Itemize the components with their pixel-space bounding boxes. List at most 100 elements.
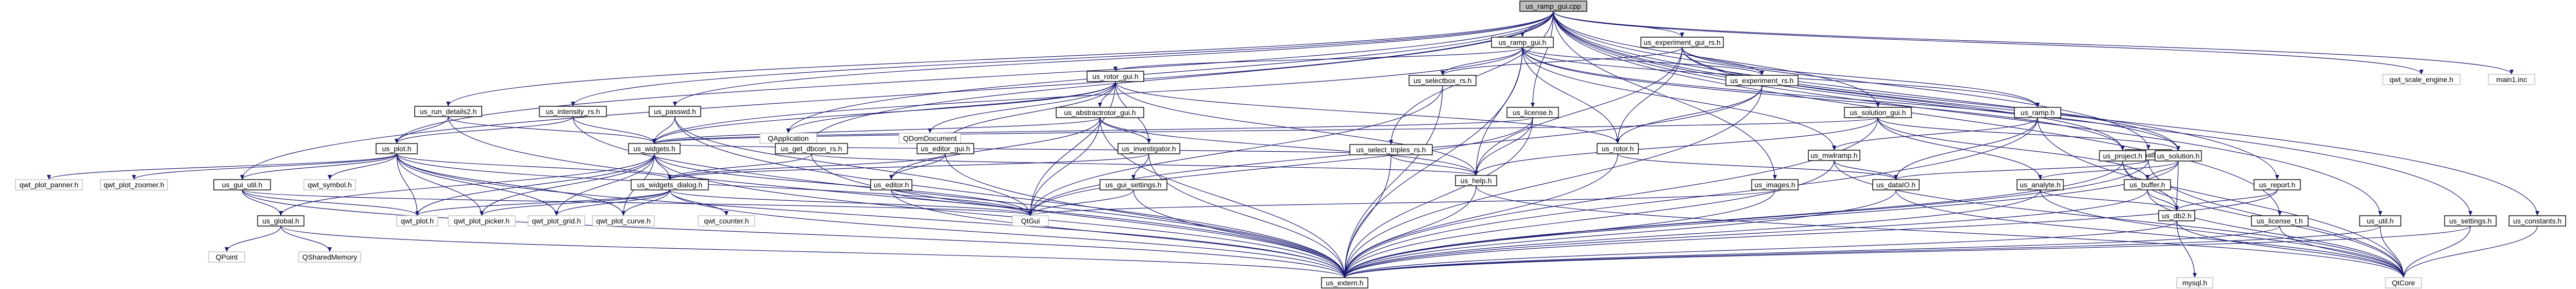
arrowhead bbox=[621, 211, 625, 216]
arrowhead bbox=[2278, 211, 2282, 216]
node-get-dbcon-rs-h[interactable]: us_get_dbcon_rs.h bbox=[775, 143, 848, 154]
edge-plot_h-to-qwt_plot_zoomer_h bbox=[133, 153, 397, 180]
node-passwd-h[interactable]: us_passwd.h bbox=[649, 106, 701, 117]
node-constants-h[interactable]: us_constants.h bbox=[2509, 215, 2566, 227]
node-images-h[interactable]: us_images.h bbox=[1751, 179, 1799, 190]
node-report-h[interactable]: us_report.h bbox=[2253, 179, 2301, 190]
edge-root-to-main1_inc bbox=[1553, 11, 2512, 75]
edge-project_h-to-extern_h bbox=[1344, 160, 2123, 278]
edge-abstractrotor_gui_h-to-qtgui bbox=[1030, 117, 1100, 216]
node-label: QDomDocument bbox=[903, 134, 957, 142]
node-settings-h[interactable]: us_settings.h bbox=[2444, 215, 2497, 227]
node-rotor-h[interactable]: us_rotor.h bbox=[1597, 143, 1639, 154]
node-box bbox=[376, 143, 418, 154]
node-plot-h[interactable]: us_plot.h bbox=[376, 143, 418, 154]
node-abstractrotor-gui-h[interactable]: us_abstractrotor_gui.h bbox=[1056, 107, 1144, 118]
node-label: qwt_counter.h bbox=[704, 217, 749, 225]
node-extern-h[interactable]: us_extern.h bbox=[1321, 277, 1368, 288]
node-global-h[interactable]: us_global.h bbox=[257, 215, 304, 227]
node-box bbox=[1640, 37, 1724, 48]
edge-experiment_gui_rs_h-to-project_h bbox=[1682, 47, 2123, 151]
node-buffer-h[interactable]: us_buffer.h bbox=[2124, 179, 2171, 190]
edge-widgets_h-to-qtgui bbox=[654, 153, 1031, 216]
edge-license_h-to-qtgui bbox=[1030, 117, 1533, 216]
node-label: QSharedMemory bbox=[302, 253, 358, 261]
edge-investigator_h-to-gui_settings_h bbox=[1133, 153, 1149, 180]
node-label: us_editor.h bbox=[874, 181, 909, 189]
node-solution-h[interactable]: us_solution.h bbox=[2155, 150, 2202, 162]
node-select-triples-rs-h[interactable]: us_select_triples_rs.h bbox=[1349, 144, 1433, 155]
node-intensity-rs-h[interactable]: us_intensity_rs.h bbox=[539, 106, 607, 117]
node-project-h[interactable]: us_project.h bbox=[2099, 150, 2146, 162]
node-selectbox-rs-h[interactable]: us_selectbox_rs.h bbox=[1409, 75, 1477, 86]
arrowhead bbox=[1832, 146, 1836, 150]
node-label: qwt_plot_curve.h bbox=[596, 217, 651, 225]
edge-help_h-to-extern_h bbox=[1344, 185, 1477, 278]
arrowhead bbox=[2378, 211, 2382, 216]
arrowhead bbox=[1520, 33, 1524, 37]
node-label: us_extern.h bbox=[1326, 279, 1363, 287]
arrowhead bbox=[395, 139, 399, 143]
node-box bbox=[1491, 37, 1554, 48]
node-label: us_dataIO.h bbox=[1876, 181, 1916, 189]
node-help-h[interactable]: us_help.h bbox=[1455, 175, 1497, 186]
node-label: us_investigator.h bbox=[1122, 145, 1176, 153]
node-license-h[interactable]: us_license.h bbox=[1506, 107, 1559, 118]
node-label: us_get_dbcon_rs.h bbox=[781, 145, 842, 153]
arrowhead bbox=[240, 175, 244, 180]
node-widgets-h[interactable]: us_widgets.h bbox=[628, 143, 681, 154]
edge-db2_h-to-extern_h bbox=[1344, 220, 2177, 278]
node-db2-h[interactable]: us_db2.h bbox=[2158, 210, 2195, 221]
arrowhead bbox=[1680, 33, 1684, 37]
node-get-scale-engine-h: qwt_scale_engine.h bbox=[2382, 74, 2461, 85]
node-box bbox=[448, 215, 516, 227]
edge-editor_h-to-extern_h bbox=[891, 189, 1345, 278]
node-run-details2-h[interactable]: us_run_details2.h bbox=[414, 106, 482, 117]
node-util-h[interactable]: us_util.h bbox=[2359, 215, 2401, 227]
arrowhead bbox=[2176, 146, 2180, 151]
node-label: us_ramp.h bbox=[2021, 108, 2055, 117]
node-rotor-gui-h[interactable]: us_rotor_gui.h bbox=[1087, 71, 1144, 82]
edge-ramp_gui_h-to-widgets_h bbox=[654, 47, 1523, 144]
node-box bbox=[2509, 215, 2566, 227]
edge-buffer_h-to-qtcore bbox=[2147, 189, 2404, 278]
edge-experiment_gui_rs_h-to-help_h bbox=[1476, 47, 1683, 176]
edge-experiment_rs_h-to-extern_h bbox=[1344, 85, 1762, 278]
edge-widgets_dialog_h-to-qwt_plot_h bbox=[417, 189, 670, 216]
edge-images_h-to-qtgui bbox=[1030, 189, 1775, 216]
edge-root-to-get_scale_engine_h bbox=[1553, 11, 2422, 75]
node-label: us_analyte.h bbox=[2020, 181, 2060, 189]
edge-solution_gui_h-to-widgets_h bbox=[654, 117, 1878, 144]
node-analyte-h[interactable]: us_analyte.h bbox=[2016, 179, 2064, 190]
node-box bbox=[2253, 179, 2301, 190]
arrowhead bbox=[2121, 146, 2125, 151]
node-editor-h[interactable]: us_editor.h bbox=[870, 179, 912, 190]
edge-math2_h-to-dataIO_h bbox=[1895, 159, 2149, 180]
node-gui-util-h[interactable]: us_gui_util.h bbox=[213, 179, 271, 190]
edge-plot_h-to-qwt_symbol_h bbox=[329, 153, 397, 180]
arrowhead bbox=[1894, 175, 1898, 180]
node-label: us_settings.h bbox=[2449, 217, 2492, 225]
node-box bbox=[1321, 277, 1368, 288]
node-experiment-rs-h[interactable]: us_experiment_rs.h bbox=[1725, 75, 1799, 86]
node-solution-gui-h[interactable]: us_solution_gui.h bbox=[1844, 107, 1912, 118]
node-editor-gui-h[interactable]: us_editor_gui.h bbox=[917, 143, 974, 154]
node-ramp-h[interactable]: us_ramp.h bbox=[2014, 107, 2061, 118]
arrowhead bbox=[2036, 103, 2040, 107]
node-label: us_project.h bbox=[2103, 152, 2142, 160]
node-box bbox=[2016, 179, 2064, 190]
node-experiment-gui-rs-h[interactable]: us_experiment_gui_rs.h bbox=[1640, 37, 1724, 48]
arrowhead bbox=[571, 102, 575, 106]
node-mwlramp-h[interactable]: us_mwlramp.h bbox=[1808, 150, 1860, 161]
edge-ramp_h-to-extern_h bbox=[1344, 117, 2038, 278]
edge-help_h-to-qtcore bbox=[1476, 185, 2404, 278]
node-widgets-dialog-h[interactable]: us_widgets_dialog.h bbox=[631, 179, 709, 190]
node-box bbox=[631, 179, 709, 190]
node-gui-settings-h[interactable]: us_gui_settings.h bbox=[1099, 179, 1167, 190]
arrowhead bbox=[328, 247, 332, 252]
node-dataIO-h[interactable]: us_dataIO.h bbox=[1872, 179, 1920, 190]
node-ramp-gui-h[interactable]: us_ramp_gui.h bbox=[1491, 37, 1554, 48]
node-license-t-h[interactable]: us_license_t.h bbox=[2251, 215, 2309, 227]
node-investigator-h[interactable]: us_investigator.h bbox=[1117, 143, 1180, 154]
